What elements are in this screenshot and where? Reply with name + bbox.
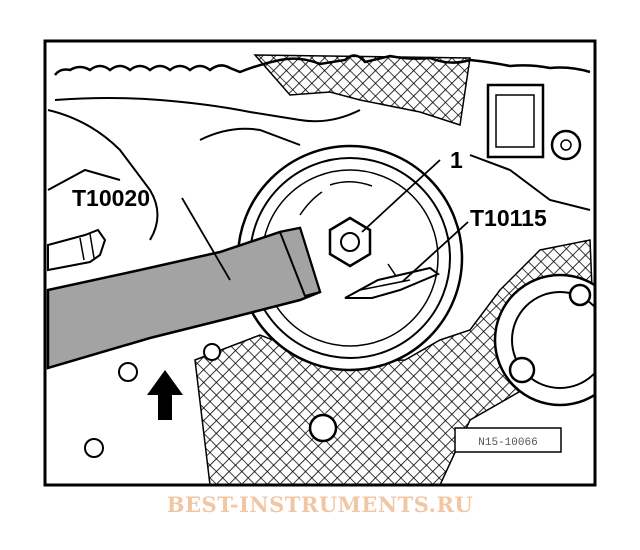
engine-block-outline [47, 109, 159, 241]
belt-mesh-top [253, 54, 471, 126]
arrow-up-icon [147, 370, 183, 420]
figure-frame [43, 39, 597, 487]
figure-stamp: N15-10066 [478, 437, 537, 449]
engine-drawing: N15-10066 [46, 54, 595, 485]
callout-lever-tool: T10020 [72, 185, 150, 211]
callout-pin-tool: T10115 [470, 205, 547, 231]
camshaft-pulley [493, 273, 595, 407]
figure-stamp-box [454, 427, 562, 453]
callout-part-1: 1 [450, 147, 463, 173]
timing-belt [53, 54, 591, 76]
watermark-text: BEST-INSTRUMENTS.RU [166, 492, 474, 517]
connector-plug [47, 228, 107, 272]
